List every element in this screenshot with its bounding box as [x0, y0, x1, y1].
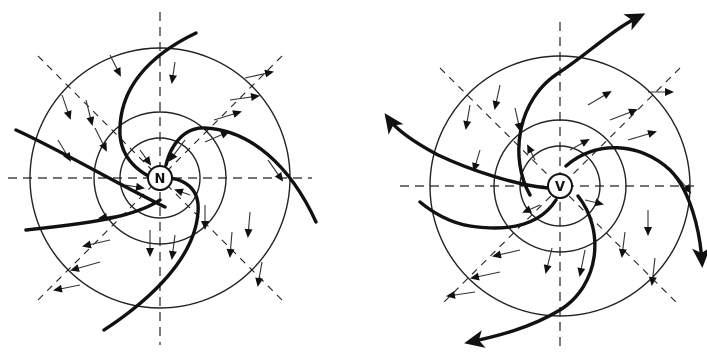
streamline-east	[566, 148, 702, 262]
streamline-east	[166, 128, 316, 222]
divergent-diagram: V	[388, 16, 702, 350]
streamline-southwest	[26, 200, 160, 230]
center-label-n: N	[155, 172, 166, 187]
convergent-diagram: N	[8, 12, 316, 345]
streamline-south	[470, 196, 595, 342]
streamline-north	[120, 33, 196, 178]
streamline-southwest	[420, 200, 556, 228]
streamline-north	[519, 16, 640, 195]
center-label-v: V	[555, 180, 565, 195]
